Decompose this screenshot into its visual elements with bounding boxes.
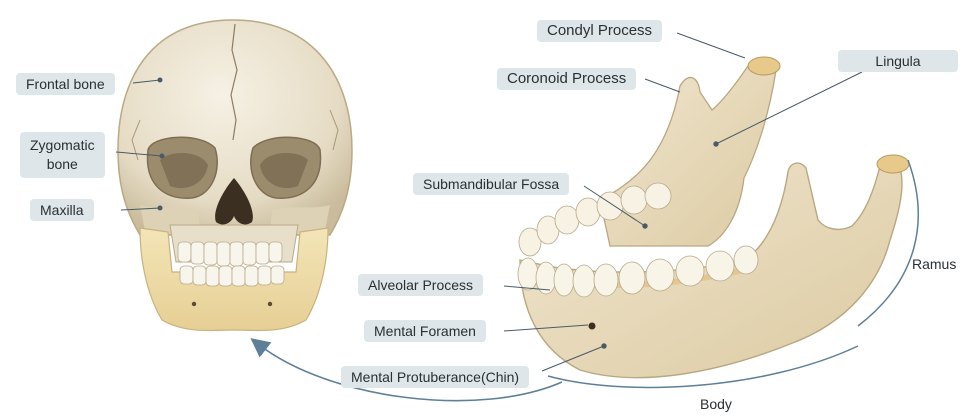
submandibular-fossa-label: Submandibular Fossa xyxy=(413,173,569,195)
far-condyle xyxy=(748,57,780,75)
mental-protuberance-label: Mental Protuberance(Chin) xyxy=(341,366,529,388)
mental-foramen-mark xyxy=(589,323,596,330)
frontal-bone-label: Frontal bone xyxy=(16,73,115,95)
coronoid-process-label: Coronoid Process xyxy=(497,68,636,90)
near-condyle xyxy=(877,155,909,173)
mental-foramen-label: Mental Foramen xyxy=(364,320,486,342)
mandible xyxy=(518,57,909,378)
maxilla-label: Maxilla xyxy=(30,199,94,221)
lingula-label: Lingula xyxy=(838,50,958,72)
ramus-label: Ramus xyxy=(912,256,956,272)
skull xyxy=(118,20,352,331)
lower-teeth xyxy=(180,266,284,286)
upper-teeth xyxy=(178,242,282,266)
body-label: Body xyxy=(700,396,732,412)
zygomatic-bone-label: Zygomatic bone xyxy=(20,132,105,178)
alveolar-process-label: Alveolar Process xyxy=(358,274,483,296)
condyl-process-label: Condyl Process xyxy=(537,20,662,42)
far-ramus xyxy=(600,66,776,246)
